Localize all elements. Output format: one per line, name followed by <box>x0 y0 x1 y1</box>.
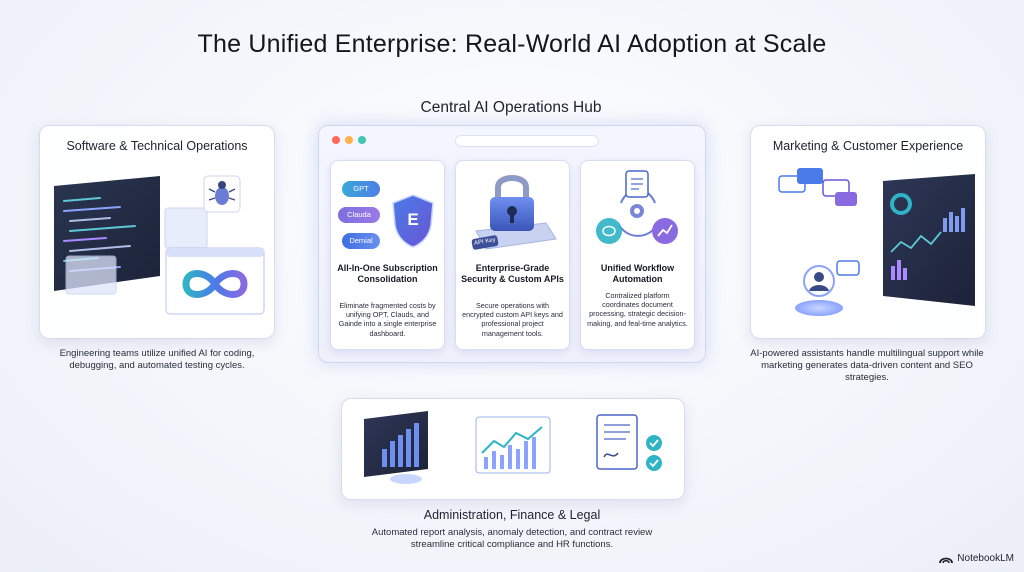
administration-panel <box>341 398 685 500</box>
software-panel-title: Software & Technical Operations <box>66 139 248 153</box>
administration-panel-title: Administration, Finance & Legal <box>423 508 601 522</box>
marketing-panel-caption: AI-powered assistants handle multilingua… <box>750 348 984 383</box>
subscription-card-title: All-In-One Subscription Consolidation <box>337 263 438 284</box>
window-close-dot <box>332 136 340 144</box>
finance-legal-illustration <box>364 411 662 484</box>
hub-title: Central AI Operations Hub <box>420 99 602 116</box>
workflow-cycle-icon <box>596 170 678 244</box>
shield-letter: E <box>407 210 419 229</box>
notebooklm-logo: NotebookLM <box>939 553 1014 564</box>
address-bar <box>455 135 599 147</box>
marketing-dashboard-illustration <box>778 168 975 316</box>
shield-icon <box>392 194 434 248</box>
workflow-card-title: Unified Workflow Automation <box>600 263 675 284</box>
software-panel-caption: Engineering teams utilize unified AI for… <box>59 348 255 371</box>
window-minimize-dot <box>345 136 353 144</box>
subscription-card: GPT Clauda Demial E All-In-One Subscript… <box>330 160 445 350</box>
security-card: API Key Enterprise-Grade Security & Cust… <box>455 160 570 350</box>
gpt-badge: GPT <box>342 181 380 197</box>
demial-badge: Demial <box>342 233 380 249</box>
code-editor-illustration <box>54 175 265 315</box>
subscription-card-description: Eliminate fragmented costs by unifying O… <box>338 301 437 338</box>
security-card-description: Secure operations with encrypted custom … <box>462 301 563 338</box>
clauda-badge: Clauda <box>338 207 380 223</box>
workflow-card: Unified Workflow Automation Contralized … <box>580 160 695 350</box>
page-title: The Unified Enterprise: Real-World AI Ad… <box>197 30 827 58</box>
marketing-panel-title: Marketing & Customer Experience <box>772 139 964 153</box>
central-ai-hub: GPT Clauda Demial E All-In-One Subscript… <box>318 125 706 363</box>
software-panel: Software & Technical Operations <box>39 125 275 339</box>
marketing-panel: Marketing & Customer Experience <box>750 125 986 339</box>
checkmark-icon <box>646 435 662 451</box>
contract-document-icon <box>596 414 638 470</box>
window-maximize-dot <box>358 136 366 144</box>
security-card-title: Enterprise-Grade Security & Custom APIs <box>461 263 564 284</box>
notebooklm-logo-icon <box>939 557 954 563</box>
administration-panel-caption: Automated report analysis, anomaly detec… <box>371 527 653 550</box>
notebooklm-logo-text: NotebookLM <box>957 553 1014 564</box>
workflow-card-description: Contralized platform coordinates documen… <box>587 291 688 328</box>
